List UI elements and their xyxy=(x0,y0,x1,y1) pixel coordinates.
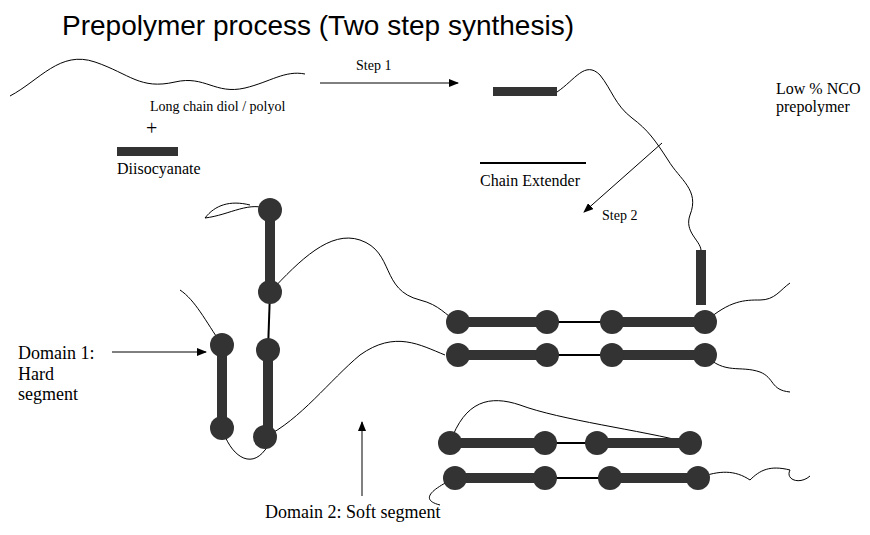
soft-segment xyxy=(270,238,458,322)
soft-segment xyxy=(450,401,690,443)
chain-extender-symbol xyxy=(480,162,586,164)
soft-segment xyxy=(265,341,445,437)
material-label: Long chain diol / polyol xyxy=(150,99,285,115)
prepolymer-chain xyxy=(557,70,701,250)
soft-segment xyxy=(705,283,790,322)
soft-segment xyxy=(698,468,810,481)
step1-arrow xyxy=(320,83,458,84)
hard-segment-leader xyxy=(112,352,206,353)
domain-label: Domain 1: Hard segment xyxy=(18,343,118,405)
domain-label: Domain 2: Soft segment xyxy=(265,502,440,523)
polyol-chain xyxy=(10,59,305,96)
diagram-title: Prepolymer process (Two step synthesis) xyxy=(62,10,574,42)
material-label: Low % NCO prepolymer xyxy=(776,80,864,117)
plus-sign: + xyxy=(146,117,157,140)
step-label: Step 1 xyxy=(356,58,391,74)
hard-segment-shapes xyxy=(117,87,717,490)
step-label: Step 2 xyxy=(602,208,637,224)
soft-segment xyxy=(705,355,790,392)
soft-segment-leader xyxy=(362,422,363,496)
material-label: Diisocyanate xyxy=(117,160,201,178)
material-label: Chain Extender xyxy=(480,172,580,190)
step2-arrow xyxy=(584,143,662,212)
